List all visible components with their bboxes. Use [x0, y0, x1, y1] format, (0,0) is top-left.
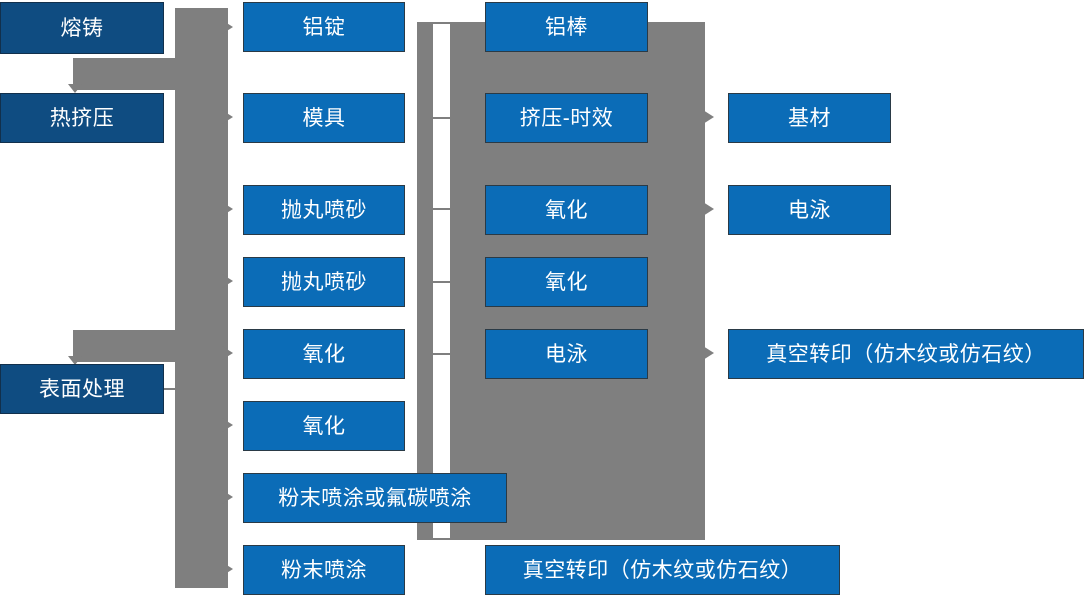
arrow-to-process-1 [222, 20, 233, 34]
treatment-box-oxidation-1[interactable]: 氧化 [482, 182, 651, 238]
connector-stage-lower-block [73, 330, 228, 362]
arrow-to-output-2 [703, 202, 714, 216]
process-box-oxidation-1[interactable]: 氧化 [240, 326, 408, 382]
stage-box-surface-treatment[interactable]: 表面处理 [0, 364, 164, 414]
process-box-mold[interactable]: 模具 [240, 90, 408, 146]
arrow-to-process-5 [222, 346, 233, 360]
stage-box-hot-extrusion[interactable]: 热挤压 [0, 93, 164, 143]
stage-box-label: 熔铸 [60, 16, 104, 40]
stage-box-melting-casting[interactable]: 熔铸 [0, 2, 164, 54]
arrow-down-to-surface-treatment [68, 356, 82, 365]
connector-tick-5 [433, 353, 455, 355]
process-box-label: 氧化 [302, 414, 346, 438]
output-box-label: 真空转印（仿木纹或仿石纹） [766, 342, 1046, 366]
connector-tick-3 [433, 208, 455, 210]
process-box-aluminum-ingot[interactable]: 铝锭 [240, 0, 408, 55]
process-box-label: 抛丸喷砂 [281, 198, 367, 222]
process-box-shot-blasting-1[interactable]: 抛丸喷砂 [240, 182, 408, 238]
process-box-label: 粉末喷涂 [281, 558, 367, 582]
connector-tick-1 [433, 22, 455, 24]
arrow-to-process-8 [222, 562, 233, 576]
process-box-shot-blasting-2[interactable]: 抛丸喷砂 [240, 254, 408, 310]
treatment-box-label: 挤压-时效 [519, 106, 614, 130]
connector-tick-2 [433, 117, 455, 119]
treatment-box-label: 氧化 [545, 270, 588, 294]
treatment-box-aluminum-bar[interactable]: 铝棒 [482, 0, 651, 55]
stage-box-label: 表面处理 [39, 377, 125, 401]
process-box-label: 抛丸喷砂 [281, 270, 367, 294]
arrow-down-to-hot-extrusion [68, 84, 82, 93]
output-box-label: 电泳 [788, 198, 831, 222]
process-box-oxidation-2[interactable]: 氧化 [240, 398, 408, 454]
arrow-to-process-6 [222, 418, 233, 432]
treatment-box-extrusion-aging[interactable]: 挤压-时效 [482, 90, 651, 146]
arrow-to-process-2 [222, 110, 233, 124]
output-box-label: 基材 [788, 106, 831, 130]
treatment-box-oxidation-2[interactable]: 氧化 [482, 254, 651, 310]
process-box-label: 氧化 [302, 342, 346, 366]
treatment-box-label: 电泳 [545, 342, 588, 366]
treatment-box-label: 真空转印（仿木纹或仿石纹） [522, 558, 803, 582]
arrow-to-output-1 [703, 110, 714, 124]
arrow-to-process-7 [222, 490, 233, 504]
output-box-electrophoresis[interactable]: 电泳 [725, 182, 894, 238]
arrow-to-process-4 [222, 274, 233, 288]
connector-surface-treatment-stub [164, 388, 194, 390]
connector-stage-spine [175, 8, 228, 588]
output-box-base-material[interactable]: 基材 [725, 90, 894, 146]
output-box-vacuum-transfer-printing[interactable]: 真空转印（仿木纹或仿石纹） [725, 326, 1084, 382]
connector-mid-bar [417, 22, 433, 540]
treatment-box-label: 氧化 [545, 198, 588, 222]
connector-tick-4 [433, 281, 455, 283]
arrow-to-process-3 [222, 202, 233, 216]
process-box-label: 模具 [302, 106, 346, 130]
treatment-box-electrophoresis[interactable]: 电泳 [482, 326, 651, 382]
connector-tick-6 [433, 538, 455, 540]
process-box-powder-coating[interactable]: 粉末喷涂 [240, 542, 408, 596]
treatment-box-label: 铝棒 [545, 15, 588, 39]
process-box-powder-or-fluorocarbon-coating[interactable]: 粉末喷涂或氟碳喷涂 [240, 470, 510, 526]
process-box-label: 粉末喷涂或氟碳喷涂 [278, 486, 472, 510]
treatment-box-vacuum-transfer-printing[interactable]: 真空转印（仿木纹或仿石纹） [482, 542, 843, 596]
stage-box-label: 热挤压 [49, 106, 115, 130]
process-box-label: 铝锭 [302, 15, 346, 39]
arrow-to-output-3 [703, 346, 714, 360]
